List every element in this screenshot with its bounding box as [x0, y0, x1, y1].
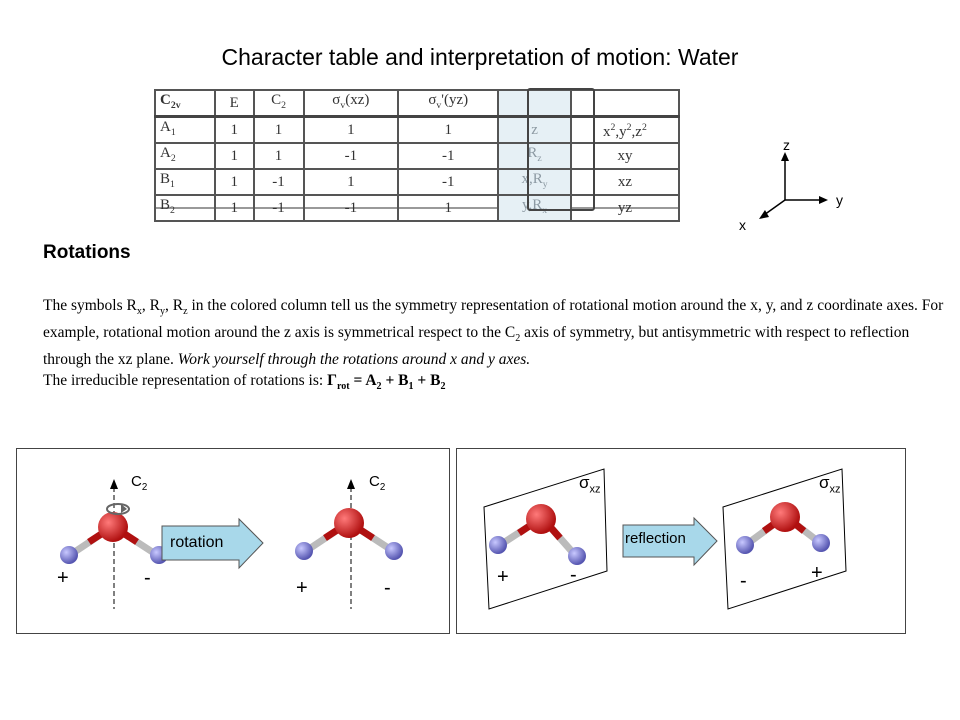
page-title: Character table and interpretation of mo…	[221, 44, 739, 70]
rotation-arrow-label: rotation	[170, 534, 224, 551]
table-cell: 1	[397, 194, 500, 222]
reflection-arrow	[622, 516, 718, 567]
table-row: A2 1 1 -1 -1 Rz xy	[154, 142, 681, 170]
table-row: B2 1 -1 -1 1 y,Rx yz	[154, 194, 681, 222]
c2-label-1: C2	[131, 473, 148, 493]
x-axis-label: x	[739, 217, 746, 233]
minus-sign-4: -	[740, 570, 747, 592]
paragraph-rotations: The symbols Rx, Ry, Rz in the colored co…	[43, 297, 944, 369]
header-sigma-xz: σv(xz)	[302, 89, 400, 118]
table-cell-linear: Rz	[497, 142, 572, 170]
sigma-xz-label-1: σxz	[579, 473, 601, 496]
table-cell: 1	[397, 115, 500, 144]
table-cell: 1	[214, 142, 255, 170]
hydrogen-atom-left-2	[295, 542, 313, 560]
mirror-plane-1	[483, 468, 608, 610]
z-axis-label: z	[783, 137, 790, 153]
header-quadratic	[569, 89, 681, 118]
character-table: C2v E C2 σv(xz) σv'(yz) A1 1 1 1 1 z x2,…	[154, 89, 681, 222]
x-axis-arrowhead	[759, 210, 769, 219]
rotation-arrowhead-icon	[121, 504, 127, 513]
x-axis-line	[763, 199, 786, 216]
c2-axis-1-arrowhead	[110, 479, 118, 489]
y-axis-label: y	[836, 192, 843, 208]
oxygen-atom-1	[98, 512, 128, 542]
y-axis-arrowhead	[819, 196, 828, 204]
sigma-xz-label-2: σxz	[819, 473, 841, 496]
minus-sign-2: -	[384, 577, 391, 599]
section-heading: Rotations	[43, 242, 131, 263]
row-label: A1	[154, 115, 216, 144]
table-cell-linear: y,Rx	[497, 194, 572, 222]
table-row: B1 1 -1 1 -1 x,Ry xz	[154, 168, 681, 196]
table-cell: 1	[302, 115, 400, 144]
plus-sign-2: +	[296, 577, 308, 599]
z-axis-arrowhead	[781, 152, 789, 161]
mirror-plane-2	[722, 468, 847, 610]
c2-axis-2-arrowhead	[347, 479, 355, 489]
hydrogen-atom-right-4	[812, 534, 830, 552]
section-body: The symbols Rx, Ry, Rz in the colored co…	[43, 295, 948, 397]
hydrogen-atom-right-3	[568, 547, 586, 565]
minus-sign-1: -	[144, 567, 151, 589]
minus-sign-3: -	[570, 564, 577, 586]
table-cell: 1	[252, 142, 305, 170]
row-label: B1	[154, 168, 216, 196]
plus-sign-1: +	[57, 567, 69, 589]
header-sigma-yz: σv'(yz)	[397, 89, 500, 118]
header-point-group: C2v	[154, 89, 216, 118]
reflection-panel: σxz σxz reflection + - - +	[456, 448, 906, 634]
row-label: B2	[154, 194, 216, 222]
table-header-row: C2v E C2 σv(xz) σv'(yz)	[154, 89, 681, 118]
header-linear	[497, 89, 572, 118]
table-cell-linear: z	[497, 115, 572, 144]
table-cell: -1	[252, 168, 305, 196]
header-e: E	[214, 89, 255, 118]
table-cell: 1	[214, 115, 255, 144]
table-cell: 1	[302, 168, 400, 196]
table-cell-quadratic: x2,y2,z2	[569, 115, 681, 144]
rotation-diagram	[60, 479, 403, 609]
table-cell: -1	[302, 142, 400, 170]
hydrogen-atom-right-2	[385, 542, 403, 560]
paragraph-irreducible: The irreducible representation of rotati…	[43, 372, 446, 393]
row-label: A2	[154, 142, 216, 170]
italic-instruction: Work yourself through the rotations arou…	[177, 351, 531, 369]
table-row: A1 1 1 1 1 z x2,y2,z2	[154, 115, 681, 144]
table-cell: -1	[397, 168, 500, 196]
plus-sign-4: +	[811, 562, 823, 584]
plus-sign-3: +	[497, 566, 509, 588]
reflection-arrow-label: reflection	[625, 530, 686, 547]
table-cell-quadratic: xy	[569, 142, 681, 170]
oxygen-atom-4	[770, 502, 800, 532]
table-cell-quadratic: xz	[569, 168, 681, 196]
table-cell: 1	[214, 168, 255, 196]
coordinate-axes: z y x	[739, 130, 860, 240]
hydrogen-atom-left-3	[489, 536, 507, 554]
rotation-panel: C2 C2 rotation + - + -	[16, 448, 450, 634]
rotation-arrow-icon	[106, 503, 130, 515]
oxygen-atom-2	[334, 508, 364, 538]
table-cell: -1	[302, 194, 400, 222]
table-cell: -1	[397, 142, 500, 170]
header-c2: C2	[252, 89, 305, 118]
reflection-diagram	[483, 468, 847, 610]
table-cell-linear: x,Ry	[497, 168, 572, 196]
oxygen-atom-3	[526, 504, 556, 534]
hydrogen-atom-left-1	[60, 546, 78, 564]
table-cell: 1	[252, 115, 305, 144]
axes-svg	[759, 152, 828, 219]
character-table-grid: C2v E C2 σv(xz) σv'(yz) A1 1 1 1 1 z x2,…	[154, 89, 681, 222]
c2-label-2: C2	[369, 473, 386, 493]
table-cell: 1	[214, 194, 255, 222]
hydrogen-atom-left-4	[736, 536, 754, 554]
table-cell: -1	[252, 194, 305, 222]
rotation-arrow	[161, 517, 264, 570]
table-cell-quadratic: yz	[569, 194, 681, 222]
